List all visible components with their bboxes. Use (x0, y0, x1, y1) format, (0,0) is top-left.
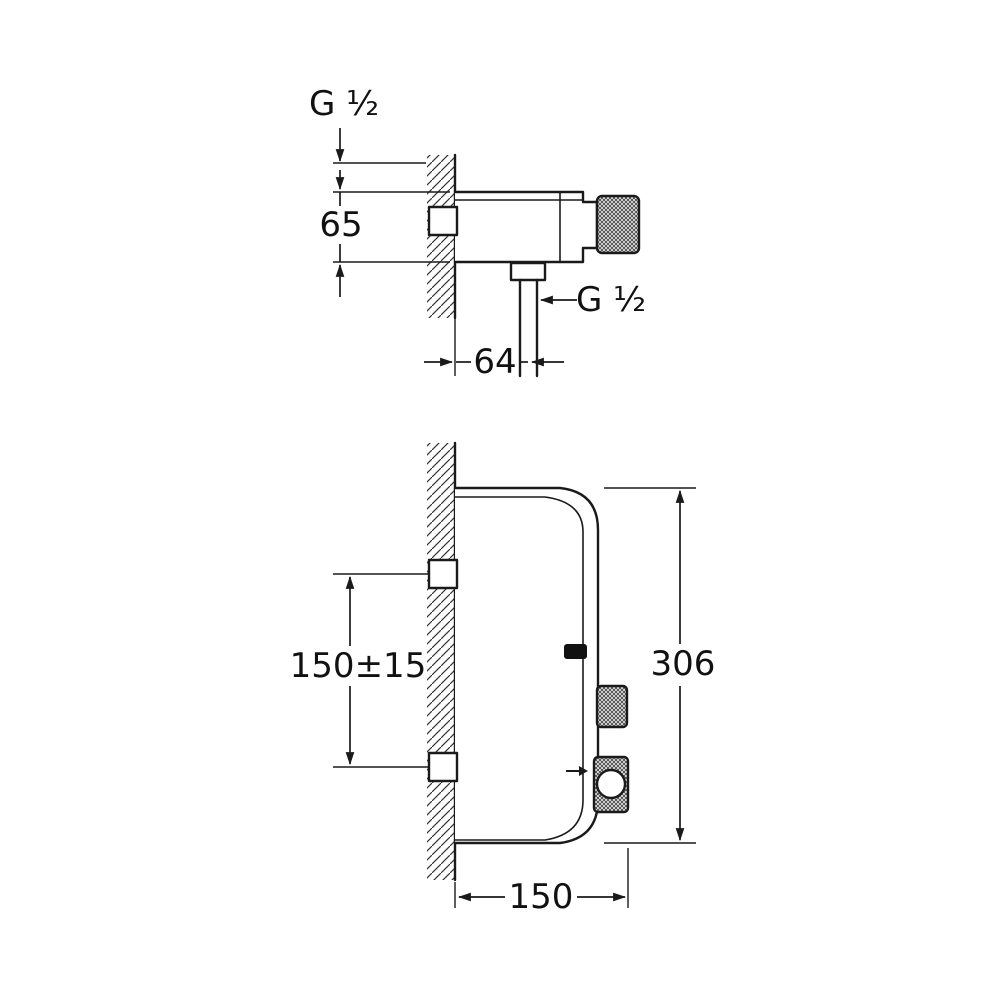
mounting-square-upper (427, 558, 459, 590)
dimension-64: 64 (424, 318, 564, 382)
safety-stop-button (595, 768, 627, 800)
control-button-knob (595, 684, 629, 729)
height-label: 306 (651, 644, 716, 684)
dimension-inlet-thread: G ½ (309, 84, 426, 164)
front-view: 150±15 306 150 (290, 441, 716, 917)
outlet-thread-label: G ½ (576, 280, 646, 320)
body-depth-label: 65 (319, 205, 362, 245)
dimension-150: 150 (454, 848, 629, 917)
top-view: G ½ 65 G ½ (309, 84, 646, 382)
mixer-body-top (453, 190, 599, 264)
mount-spacing-label: 150±15 (290, 646, 427, 686)
dimension-306: 306 (604, 487, 716, 844)
dimension-65: 65 (319, 170, 450, 297)
outlet-offset-label: 64 (473, 342, 516, 382)
knurled-knob-top (595, 194, 641, 255)
dimension-150-15: 150±15 (290, 573, 429, 768)
mixer-body-front (453, 486, 600, 845)
wall-hatch-top (427, 153, 457, 320)
mounting-square-lower (427, 751, 459, 783)
flow-arrow-mark (566, 766, 588, 776)
dimension-outlet-thread: G ½ (539, 280, 646, 320)
inlet-union-square (427, 205, 459, 237)
wall-hatch-front (427, 441, 457, 882)
thermostat-knob (592, 755, 630, 814)
inlet-thread-label: G ½ (309, 84, 379, 124)
display-slot (564, 644, 587, 659)
projection-label: 150 (509, 877, 574, 917)
